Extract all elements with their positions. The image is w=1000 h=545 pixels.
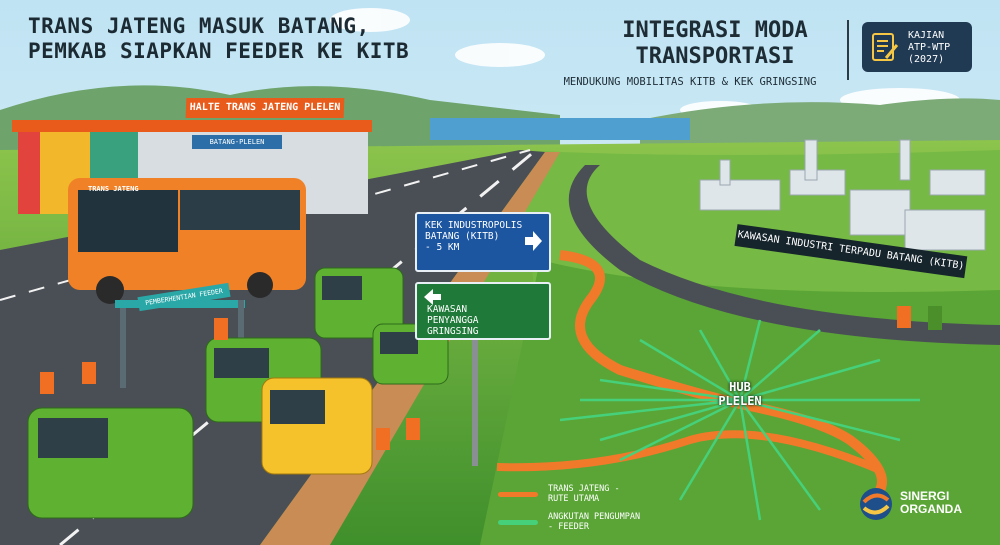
badge-line3: (2027)	[908, 54, 945, 65]
study-badge: KAJIAN ATP-WTP (2027)	[862, 22, 972, 72]
direction-sign-gringsing: KAWASAN PENYANGGA GRINGSING	[415, 282, 551, 340]
hub-label: HUB PLELEN	[705, 380, 775, 408]
sign2-line2: PENYANGGA	[427, 315, 479, 326]
header-divider	[847, 20, 849, 80]
section-title: INTEGRASI MODA TRANSPORTASI	[590, 18, 840, 70]
arrow-left-icon	[424, 289, 441, 305]
sign1-line2: BATANG (KITB)	[425, 231, 500, 242]
section-title-line2: TRANSPORTASI	[635, 44, 795, 69]
document-pen-icon	[872, 33, 899, 61]
arrow-right-icon	[525, 231, 542, 251]
headline: TRANS JATENG MASUK BATANG, PEMKAB SIAPKA…	[28, 14, 409, 64]
hub-line2: PLELEN	[718, 394, 762, 408]
sinergi-logo-icon	[860, 488, 892, 520]
badge-text: KAJIAN ATP-WTP (2027)	[908, 30, 950, 66]
brand-line2: ORGANDA	[900, 502, 962, 516]
legend-swatch-orange	[498, 492, 538, 497]
legend-item1-line1: TRANS JATENG -	[548, 484, 620, 494]
badge-line1: KAJIAN	[908, 30, 945, 41]
brand-line1: SINERGI	[900, 489, 950, 503]
legend-item2-line2: - FEEDER	[548, 522, 589, 532]
legend-swatch-green	[498, 520, 538, 525]
legend-item1-line2: RUTE UTAMA	[548, 494, 600, 504]
headline-line1: TRANS JATENG MASUK BATANG,	[28, 14, 370, 38]
legend-item2-line1: ANGKUTAN PENGUMPAN	[548, 512, 641, 522]
direction-sign-kitb: KEK INDUSTROPOLIS BATANG (KITB) - 5 KM	[415, 212, 551, 272]
bus-brand-label: TRANS JATENG	[88, 185, 139, 193]
legend-item-main-route: TRANS JATENG - RUTE UTAMA	[498, 484, 738, 510]
section-title-line1: INTEGRASI MODA	[622, 18, 808, 43]
legend-item-feeder: ANGKUTAN PENGUMPAN - FEEDER	[498, 512, 738, 538]
sign2-line3: GRINGSING	[427, 326, 479, 337]
headline-line2: PEMKAB SIAPKAN FEEDER KE KITB	[28, 39, 410, 63]
sinergi-organda-brand: SINERGI ORGANDA	[858, 484, 983, 524]
shelter-sub-sign: BATANG-PLELEN	[192, 135, 282, 149]
sign1-line3: - 5 KM	[425, 242, 460, 253]
section-subtitle: MENDUKUNG MOBILITAS KITB & KEK GRINGSING	[563, 76, 817, 88]
hub-line1: HUB	[729, 380, 751, 394]
badge-line2: ATP-WTP	[908, 42, 951, 53]
sign2-line1: KAWASAN	[427, 304, 468, 315]
shelter-sign: HALTE TRANS JATENG PLELEN	[185, 98, 345, 118]
sign1-line1: KEK INDUSTROPOLIS	[425, 220, 523, 231]
